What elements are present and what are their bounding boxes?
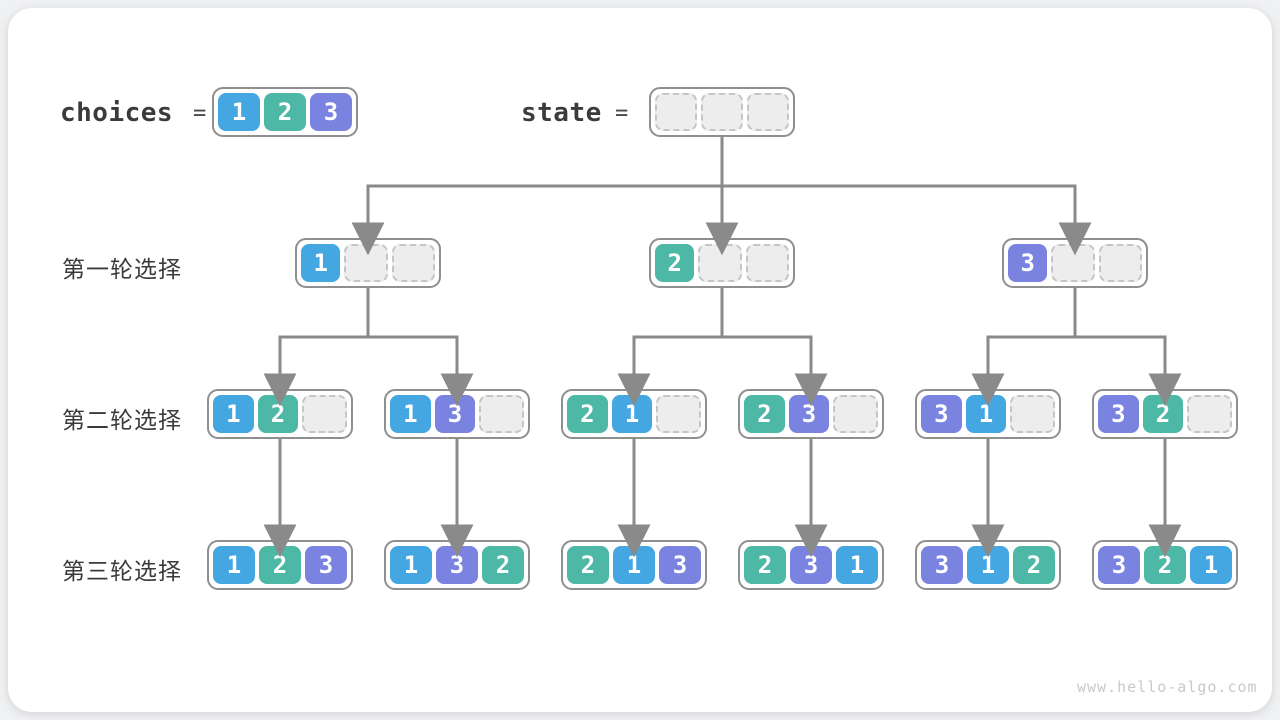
empty-cell [302,395,348,433]
round-2-label: 第二轮选择 [62,408,182,434]
empty-cell [1098,244,1142,282]
value-cell-1: 1 [390,395,431,433]
state-equals-sign: = [615,101,629,126]
value-cell-3: 3 [790,546,832,584]
value-cell-3: 3 [310,93,352,131]
value-cell-2: 2 [482,546,524,584]
value-cell-1: 1 [1190,546,1232,584]
empty-cell [1187,395,1233,433]
value-cell-3: 3 [305,546,347,584]
value-cell-3: 3 [436,546,478,584]
value-cell-3: 3 [434,395,476,433]
empty-cell [701,93,743,131]
value-cell-1: 1 [218,93,260,131]
value-cell-3: 3 [921,546,963,584]
value-cell-2: 2 [259,546,301,584]
empty-cell [698,244,742,282]
value-cell-2: 2 [257,395,299,433]
value-cell-1: 1 [213,395,254,433]
value-cell-2: 2 [1142,395,1184,433]
value-cell-3: 3 [788,395,830,433]
value-cell-1: 1 [967,546,1009,584]
state-label: state [521,98,602,128]
value-cell-1: 1 [836,546,878,584]
empty-cell [479,395,525,433]
state-box-round1-2: 2 [649,238,795,288]
empty-cell [747,93,789,131]
value-cell-3: 3 [1098,395,1139,433]
empty-cell [1010,395,1056,433]
empty-cell [1051,244,1095,282]
round-3-label: 第三轮选择 [62,559,182,585]
state-box [649,87,795,137]
value-cell-3: 3 [1008,244,1048,282]
value-cell-2: 2 [655,244,695,282]
state-box-round1-1: 1 [295,238,441,288]
empty-cell [745,244,789,282]
value-cell-3: 3 [1098,546,1140,584]
value-cell-1: 1 [301,244,341,282]
value-cell-2: 2 [264,93,306,131]
value-cell-2: 2 [1013,546,1055,584]
state-box-round1-3: 3 [1002,238,1148,288]
value-cell-2: 2 [567,395,608,433]
value-cell-1: 1 [613,546,655,584]
empty-cell [391,244,435,282]
empty-cell [833,395,879,433]
choices-label: choices [60,98,174,128]
value-cell-3: 3 [921,395,962,433]
value-cell-2: 2 [744,395,785,433]
value-cell-1: 1 [965,395,1007,433]
value-cell-1: 1 [390,546,432,584]
watermark: www.hello-algo.com [1077,678,1258,696]
empty-cell [344,244,388,282]
value-cell-3: 3 [659,546,701,584]
round-1-label: 第一轮选择 [62,257,182,283]
value-cell-2: 2 [1144,546,1186,584]
choices-equals-sign: = [193,101,207,126]
empty-cell [655,93,697,131]
value-cell-1: 1 [611,395,653,433]
value-cell-2: 2 [744,546,786,584]
value-cell-2: 2 [567,546,609,584]
empty-cell [656,395,702,433]
value-cell-1: 1 [213,546,255,584]
